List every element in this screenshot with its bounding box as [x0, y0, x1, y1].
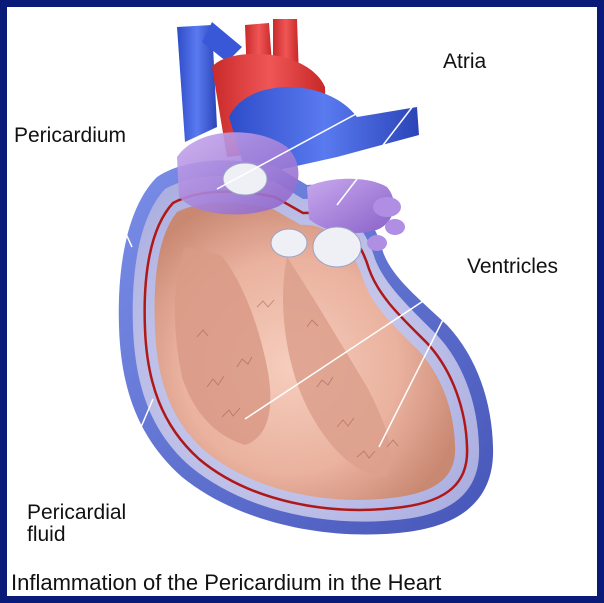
label-atria: Atria: [443, 51, 486, 73]
diagram-panel: Atria Pericardium Ventricles Pericardial…: [7, 7, 597, 596]
figure-caption: Inflammation of the Pericardium in the H…: [11, 572, 441, 594]
label-ventricles: Ventricles: [467, 256, 558, 278]
label-pericardial-fluid: Pericardial fluid: [27, 502, 126, 546]
label-pericardium: Pericardium: [14, 125, 126, 147]
